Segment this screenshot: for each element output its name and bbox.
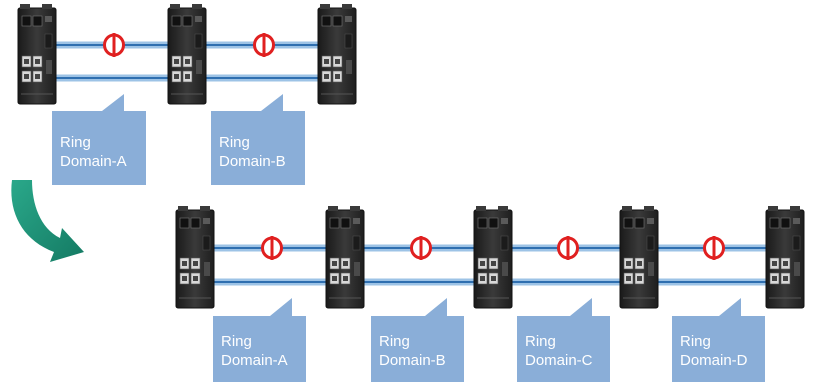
ethernet-switch-icon [17, 4, 57, 105]
blocked-port-icon [103, 33, 125, 57]
ethernet-switch-icon [765, 206, 805, 309]
ring-domain-label-line2: Domain-C [525, 352, 593, 369]
ring-domain-label-line1: Ring [379, 333, 410, 350]
ring-domain-callout [211, 94, 305, 185]
ring-domain-label-line2: Domain-B [379, 352, 446, 369]
curved-arrow-icon [11, 180, 84, 262]
blocked-port-icon [557, 236, 579, 260]
marker-layer [103, 33, 725, 260]
ring-domain-label-line2: Domain-D [680, 352, 748, 369]
ethernet-switch-icon [317, 4, 357, 105]
ring-domain-label-line1: Ring [221, 333, 252, 350]
ethernet-switch-icon [325, 206, 365, 309]
blocked-port-icon [410, 236, 432, 260]
ethernet-switch-icon [619, 206, 659, 309]
ring-domain-label-line1: Ring [60, 134, 91, 151]
ring-domain-callout [517, 298, 610, 382]
ring-domain-label-line2: Domain-A [60, 153, 127, 170]
ring-domain-callout [371, 298, 464, 382]
ring-domain-label-line1: Ring [680, 333, 711, 350]
ethernet-switch-icon [167, 4, 207, 105]
ring-domain-callout [672, 298, 765, 382]
callout-layer [52, 94, 765, 382]
ethernet-switch-icon [473, 206, 513, 309]
switch-layer [17, 4, 805, 309]
ring-domain-label-line1: Ring [219, 134, 250, 151]
ethernet-switch-icon [175, 206, 215, 309]
blocked-port-icon [253, 33, 275, 57]
ring-domain-callout [52, 94, 146, 185]
ring-domain-label-line1: Ring [525, 333, 556, 350]
blocked-port-icon [261, 236, 283, 260]
arrow-layer [11, 180, 84, 262]
blocked-port-icon [703, 236, 725, 260]
ring-domain-label-line2: Domain-B [219, 153, 286, 170]
ring-domain-callout [213, 298, 306, 382]
ring-domain-label-line2: Domain-A [221, 352, 288, 369]
